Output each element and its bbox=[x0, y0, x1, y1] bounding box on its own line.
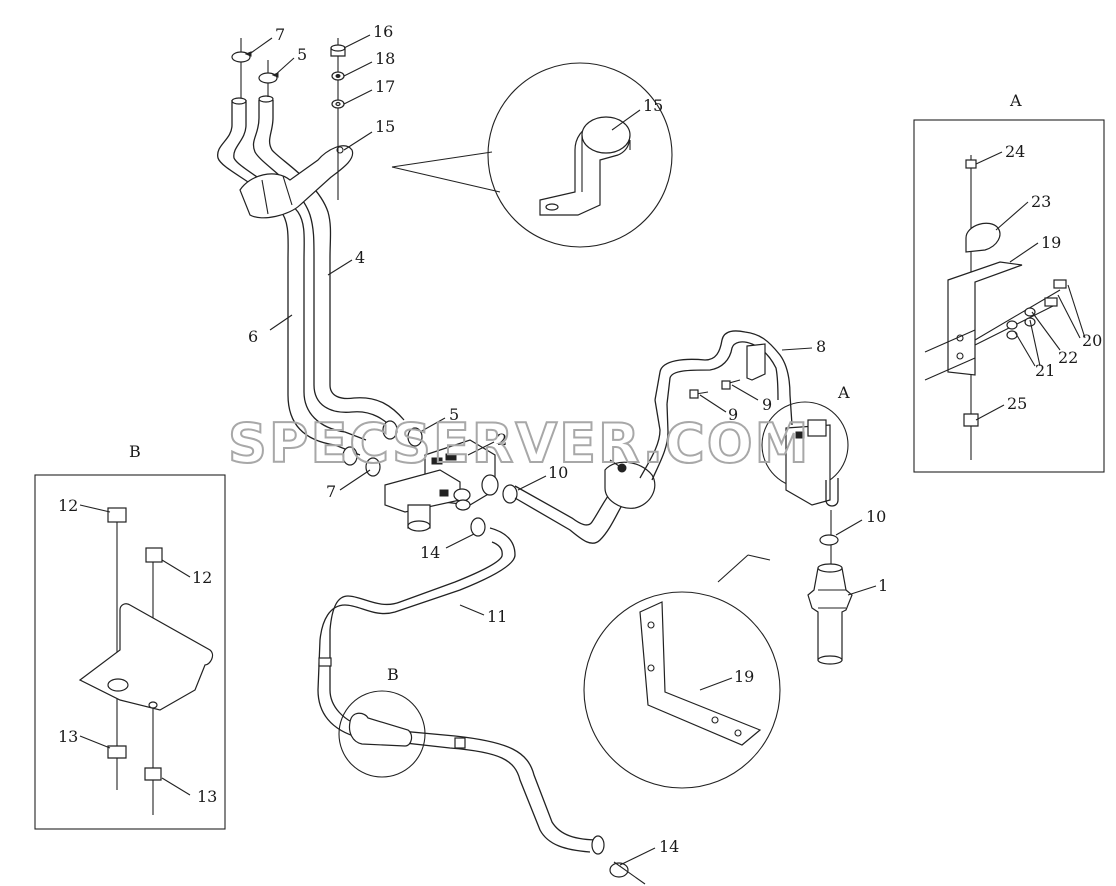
callout-14-bottom: 14 bbox=[659, 837, 679, 856]
callout-13-right: 13 bbox=[197, 787, 217, 806]
callout-20: 20 bbox=[1082, 331, 1102, 350]
stud-hardware bbox=[330, 38, 346, 200]
callout-15-detail: 15 bbox=[643, 96, 663, 115]
callout-5-top: 5 bbox=[297, 45, 307, 64]
callout-9-left: 9 bbox=[728, 405, 738, 424]
callout-25: 25 bbox=[1007, 394, 1027, 413]
callout-10-valve: 10 bbox=[548, 463, 568, 482]
callout-12-left: 12 bbox=[58, 496, 78, 515]
hose-top-ends bbox=[231, 95, 274, 105]
callout-labels: 7 5 16 18 17 15 15 4 6 5 2 7 10 14 11 8 … bbox=[58, 22, 1102, 856]
detail-box-B bbox=[34, 474, 226, 830]
callout-18: 18 bbox=[375, 49, 395, 68]
callout-5-mid: 5 bbox=[449, 405, 459, 424]
detail-view-19 bbox=[583, 554, 781, 789]
callout-7-top: 7 bbox=[275, 25, 285, 44]
detail-titles: A A B B bbox=[129, 91, 1022, 684]
callout-9-right: 9 bbox=[762, 395, 772, 414]
detail-marker-B bbox=[338, 690, 426, 778]
callout-21: 21 bbox=[1035, 361, 1055, 380]
hose-4 bbox=[252, 100, 405, 431]
clip-10-valve bbox=[502, 484, 518, 504]
callout-1: 1 bbox=[878, 576, 888, 595]
callout-14-valve: 14 bbox=[420, 543, 440, 562]
callout-24: 24 bbox=[1005, 142, 1025, 161]
callout-13-left: 13 bbox=[58, 727, 78, 746]
clip-10-right bbox=[819, 510, 839, 565]
callout-7-mid: 7 bbox=[326, 482, 336, 501]
callout-6: 6 bbox=[248, 327, 258, 346]
detail-title-A-marker: A bbox=[837, 383, 850, 402]
callout-10-right: 10 bbox=[866, 507, 886, 526]
clip-7-top bbox=[231, 38, 252, 98]
bolts-9 bbox=[689, 379, 741, 399]
clip-5-mid bbox=[382, 420, 423, 447]
callout-15-main: 15 bbox=[375, 117, 395, 136]
leader-lines bbox=[79, 34, 1086, 866]
detail-title-B-box: B bbox=[129, 442, 141, 461]
hose-8 bbox=[639, 330, 793, 481]
callout-16: 16 bbox=[373, 22, 393, 41]
watermark: SPECSERVER.COM bbox=[228, 412, 810, 475]
connector-1 bbox=[807, 563, 853, 665]
clip-5-top bbox=[258, 60, 279, 97]
callout-8: 8 bbox=[816, 337, 826, 356]
clip-14-valve bbox=[470, 517, 486, 537]
callout-12-right: 12 bbox=[192, 568, 212, 587]
callout-17: 17 bbox=[375, 77, 395, 96]
callout-4: 4 bbox=[355, 248, 365, 267]
callout-2: 2 bbox=[497, 430, 507, 449]
detail-marker-A bbox=[761, 401, 849, 506]
callout-19-box: 19 bbox=[1041, 233, 1061, 252]
detail-title-B-marker: B bbox=[387, 665, 399, 684]
detail-title-A-box: A bbox=[1009, 91, 1022, 110]
callout-11: 11 bbox=[487, 607, 507, 626]
hose-8-end bbox=[825, 478, 839, 507]
callout-19-detail: 19 bbox=[734, 667, 754, 686]
clip-7-mid bbox=[342, 446, 381, 477]
callout-22: 22 bbox=[1058, 348, 1078, 367]
callout-23: 23 bbox=[1031, 192, 1051, 211]
clamp-15 bbox=[239, 145, 354, 219]
valve-2 bbox=[384, 439, 499, 532]
detail-box-A bbox=[913, 119, 1105, 473]
detail-view-15 bbox=[391, 62, 673, 248]
hose-11 bbox=[317, 527, 605, 855]
clip-14-bottom bbox=[609, 861, 646, 885]
